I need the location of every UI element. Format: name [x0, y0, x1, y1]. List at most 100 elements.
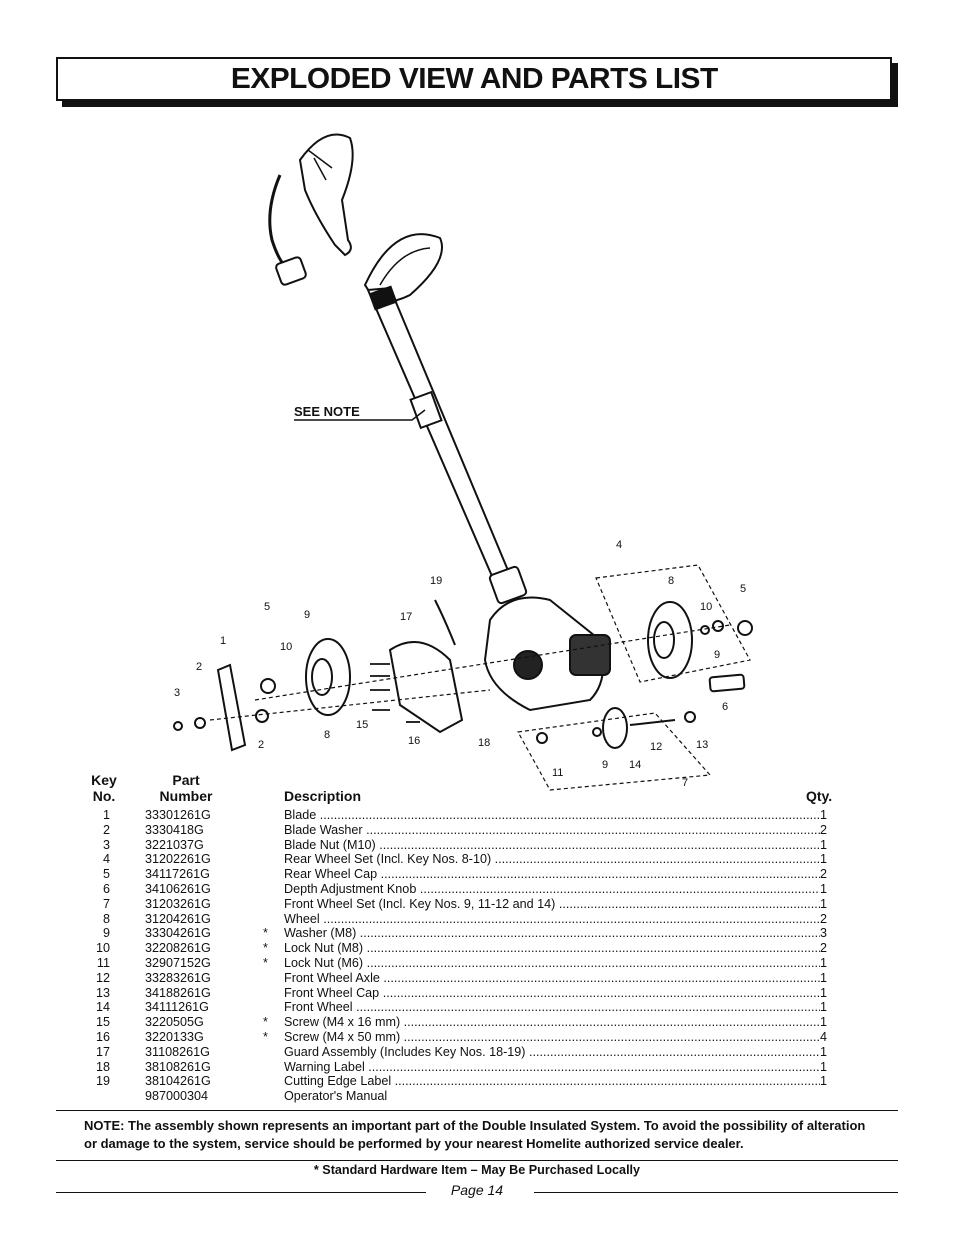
- callout-7: 7: [682, 777, 688, 789]
- description: Lock Nut (M8): [284, 941, 820, 956]
- hardware-star: *: [263, 955, 268, 970]
- qty: 1: [820, 881, 828, 896]
- key-no: 7: [102, 896, 110, 911]
- rear-wheel-left: [305, 638, 351, 716]
- qty: 3: [820, 926, 828, 941]
- part-number: 38108261G: [145, 1059, 211, 1074]
- key-no: 18: [95, 1059, 110, 1074]
- note-top-rule: [56, 1110, 898, 1111]
- qty: 1: [820, 896, 828, 911]
- qty: 1: [820, 955, 828, 970]
- qty: 2: [820, 911, 828, 926]
- title-box: EXPLODED VIEW AND PARTS LIST: [56, 57, 892, 101]
- key-no: 8: [102, 911, 110, 926]
- key-no: 16: [95, 1029, 110, 1044]
- qty: 1: [820, 1044, 828, 1059]
- header-qty: Qty.: [806, 788, 833, 804]
- key-no: 12: [95, 970, 110, 985]
- table-row: 5 34117261G Rear Wheel Cap2: [0, 867, 954, 882]
- callout-14: 14: [629, 759, 641, 771]
- qty: 2: [820, 822, 828, 837]
- screws: [370, 663, 420, 723]
- part-number: 32907152G: [145, 955, 211, 970]
- callout-10: 10: [280, 641, 292, 653]
- callout-18: 18: [478, 737, 490, 749]
- note-bottom-rule: [56, 1160, 898, 1161]
- description: Front Wheel Set (Incl. Key Nos. 9, 11-12…: [284, 897, 820, 912]
- header-description: Description: [284, 788, 362, 804]
- page-number: Page 14: [450, 1182, 504, 1198]
- part-number: 31202261G: [145, 852, 211, 867]
- see-note-callout: SEE NOTE: [294, 404, 426, 421]
- callout-13: 13: [696, 739, 708, 751]
- header-part-line2: Number: [159, 788, 213, 804]
- key-no: 19: [95, 1074, 110, 1089]
- motor-housing: [483, 596, 611, 712]
- key-no: 5: [102, 867, 110, 882]
- table-row: 831204261GWheel2: [0, 912, 954, 927]
- callout-8b: 8: [668, 575, 674, 587]
- hardware-star: *: [263, 941, 268, 956]
- double-insulation-note: NOTE: The assembly shown represents an i…: [84, 1118, 866, 1151]
- description: Rear Wheel Set (Incl. Key Nos. 8-10): [284, 852, 820, 867]
- header-key-line1: Key: [91, 772, 117, 788]
- part-number: 34106261G: [145, 881, 211, 896]
- qty: 1: [820, 808, 828, 822]
- blade: [173, 663, 276, 752]
- key-no: 1: [102, 808, 110, 822]
- callout-16: 16: [408, 735, 420, 747]
- part-number: 3220505G: [145, 1015, 204, 1030]
- key-no: 13: [95, 985, 110, 1000]
- description: Front Wheel: [284, 1000, 820, 1015]
- front-wheel-set: [536, 707, 696, 749]
- part-number: 3221037G: [145, 837, 204, 852]
- header-key-line2: No.: [92, 788, 116, 804]
- part-number: 3330418G: [145, 822, 204, 837]
- exploded-view-diagram: SEE NOTE: [150, 120, 810, 800]
- description: Blade Washer: [284, 823, 820, 838]
- qty: 1: [820, 985, 828, 1000]
- header-part-number: Part Number: [150, 772, 222, 804]
- qty: 2: [820, 867, 828, 882]
- rear-wheel-right: [647, 601, 753, 693]
- part-number: 34111261G: [145, 1000, 209, 1015]
- qty: 1: [820, 1059, 828, 1074]
- description: Screw (M4 x 16 mm): [284, 1015, 820, 1030]
- key-no: 6: [102, 881, 110, 896]
- description: Screw (M4 x 50 mm): [284, 1030, 820, 1045]
- callout-15: 15: [356, 719, 368, 731]
- callout-12: 12: [650, 741, 662, 753]
- callout-2: 2: [196, 661, 202, 673]
- callout-9b: 9: [714, 649, 720, 661]
- qty: 4: [820, 1029, 828, 1044]
- callout-9: 9: [304, 609, 310, 621]
- part-number: 34117261G: [145, 867, 210, 882]
- key-no: 11: [96, 955, 110, 970]
- qty: 1: [820, 970, 828, 985]
- part-number: 38104261G: [145, 1074, 211, 1089]
- description: Operator's Manual: [284, 1089, 388, 1104]
- description: Rear Wheel Cap: [284, 867, 820, 882]
- qty: 1: [820, 852, 828, 867]
- description: Front Wheel Axle: [284, 971, 820, 986]
- guard-assembly: [388, 599, 464, 734]
- callout-3: 3: [174, 687, 180, 699]
- callout-numbers: 1 2 2 3 4 5 5 6 7 8 8 9 9 9 10 10 11 12 …: [174, 539, 746, 789]
- see-note-label: SEE NOTE: [294, 404, 360, 419]
- standard-hardware-footnote: * Standard Hardware Item – May Be Purcha…: [313, 1163, 641, 1177]
- callout-5b: 5: [740, 583, 746, 595]
- header-part-line1: Part: [172, 772, 200, 788]
- part-number: 31108261G: [145, 1044, 210, 1059]
- callout-17: 17: [400, 611, 412, 623]
- shaft: [366, 285, 528, 605]
